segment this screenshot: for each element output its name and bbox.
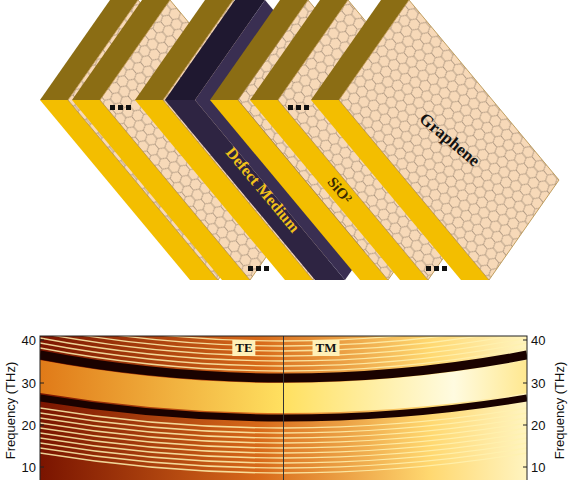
axis-title: Frequency (THz) (553, 361, 568, 459)
mode-label: TM (313, 340, 340, 356)
tick-label: 30 (22, 376, 36, 391)
tick-label: 10 (531, 460, 545, 475)
tick-label: 40 (22, 333, 36, 348)
tick-label: 40 (531, 333, 545, 348)
tick-label: 10 (22, 460, 36, 475)
axis-title: Frequency (THz) (4, 361, 19, 459)
tick-label: 20 (22, 418, 36, 433)
mode-label: TE (232, 340, 255, 356)
tick-label: 20 (531, 418, 545, 433)
tick-label: 30 (531, 376, 545, 391)
